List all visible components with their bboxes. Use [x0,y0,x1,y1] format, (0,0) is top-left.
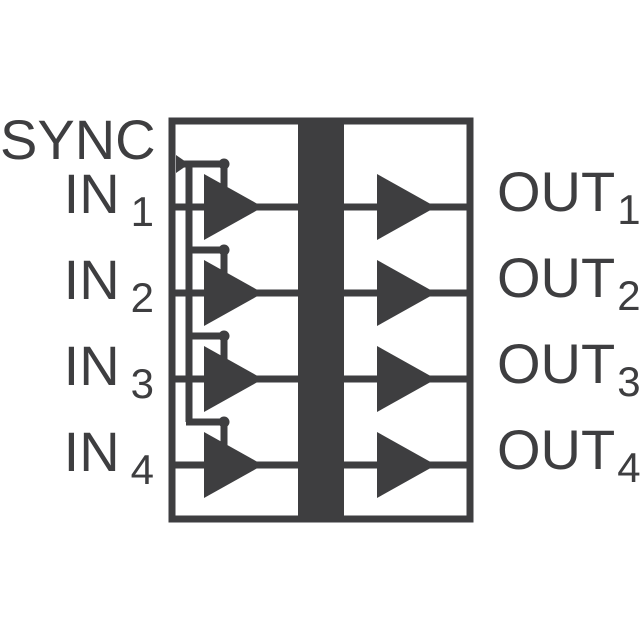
input-buffer-3-icon [204,346,263,412]
output-buffer-2-icon [377,260,436,326]
in2-name: IN [63,248,120,311]
out1-label: OUT1 [497,164,640,231]
sync-junction-dot-4 [218,416,230,428]
sync-junction-dot-1 [218,158,230,170]
isolation-barrier [298,118,344,522]
out2-subscript: 2 [617,272,640,319]
out2-label: OUT2 [497,250,640,317]
out1-subscript: 1 [617,186,640,233]
sync-label: SYNC [0,108,156,171]
in3-subscript: 3 [130,360,154,407]
in3-name: IN [63,334,120,397]
in1-name: IN [63,162,120,225]
solids [176,118,436,522]
out2-name: OUT [497,246,616,309]
out4-name: OUT [497,418,616,481]
output-buffer-1-icon [377,174,436,240]
input-buffer-4-icon [204,432,263,498]
out1-name: OUT [497,160,616,223]
sync-junction-dot-3 [218,330,230,342]
output-buffer-3-icon [377,346,436,412]
out3-name: OUT [497,332,616,395]
out4-label: OUT4 [497,422,640,489]
out4-subscript: 4 [617,444,640,491]
input-buffer-2-icon [204,260,263,326]
output-buffer-4-icon [377,432,436,498]
in4-name: IN [63,420,120,483]
sync-junction-dot-2 [218,244,230,256]
input-buffer-1-icon [204,174,263,240]
out3-subscript: 3 [617,358,640,405]
in1-subscript: 1 [130,188,154,235]
sync-input-arrow-icon [176,155,189,173]
in2-subscript: 2 [130,274,154,321]
out3-label: OUT3 [497,336,640,403]
in4-subscript: 4 [130,446,154,493]
